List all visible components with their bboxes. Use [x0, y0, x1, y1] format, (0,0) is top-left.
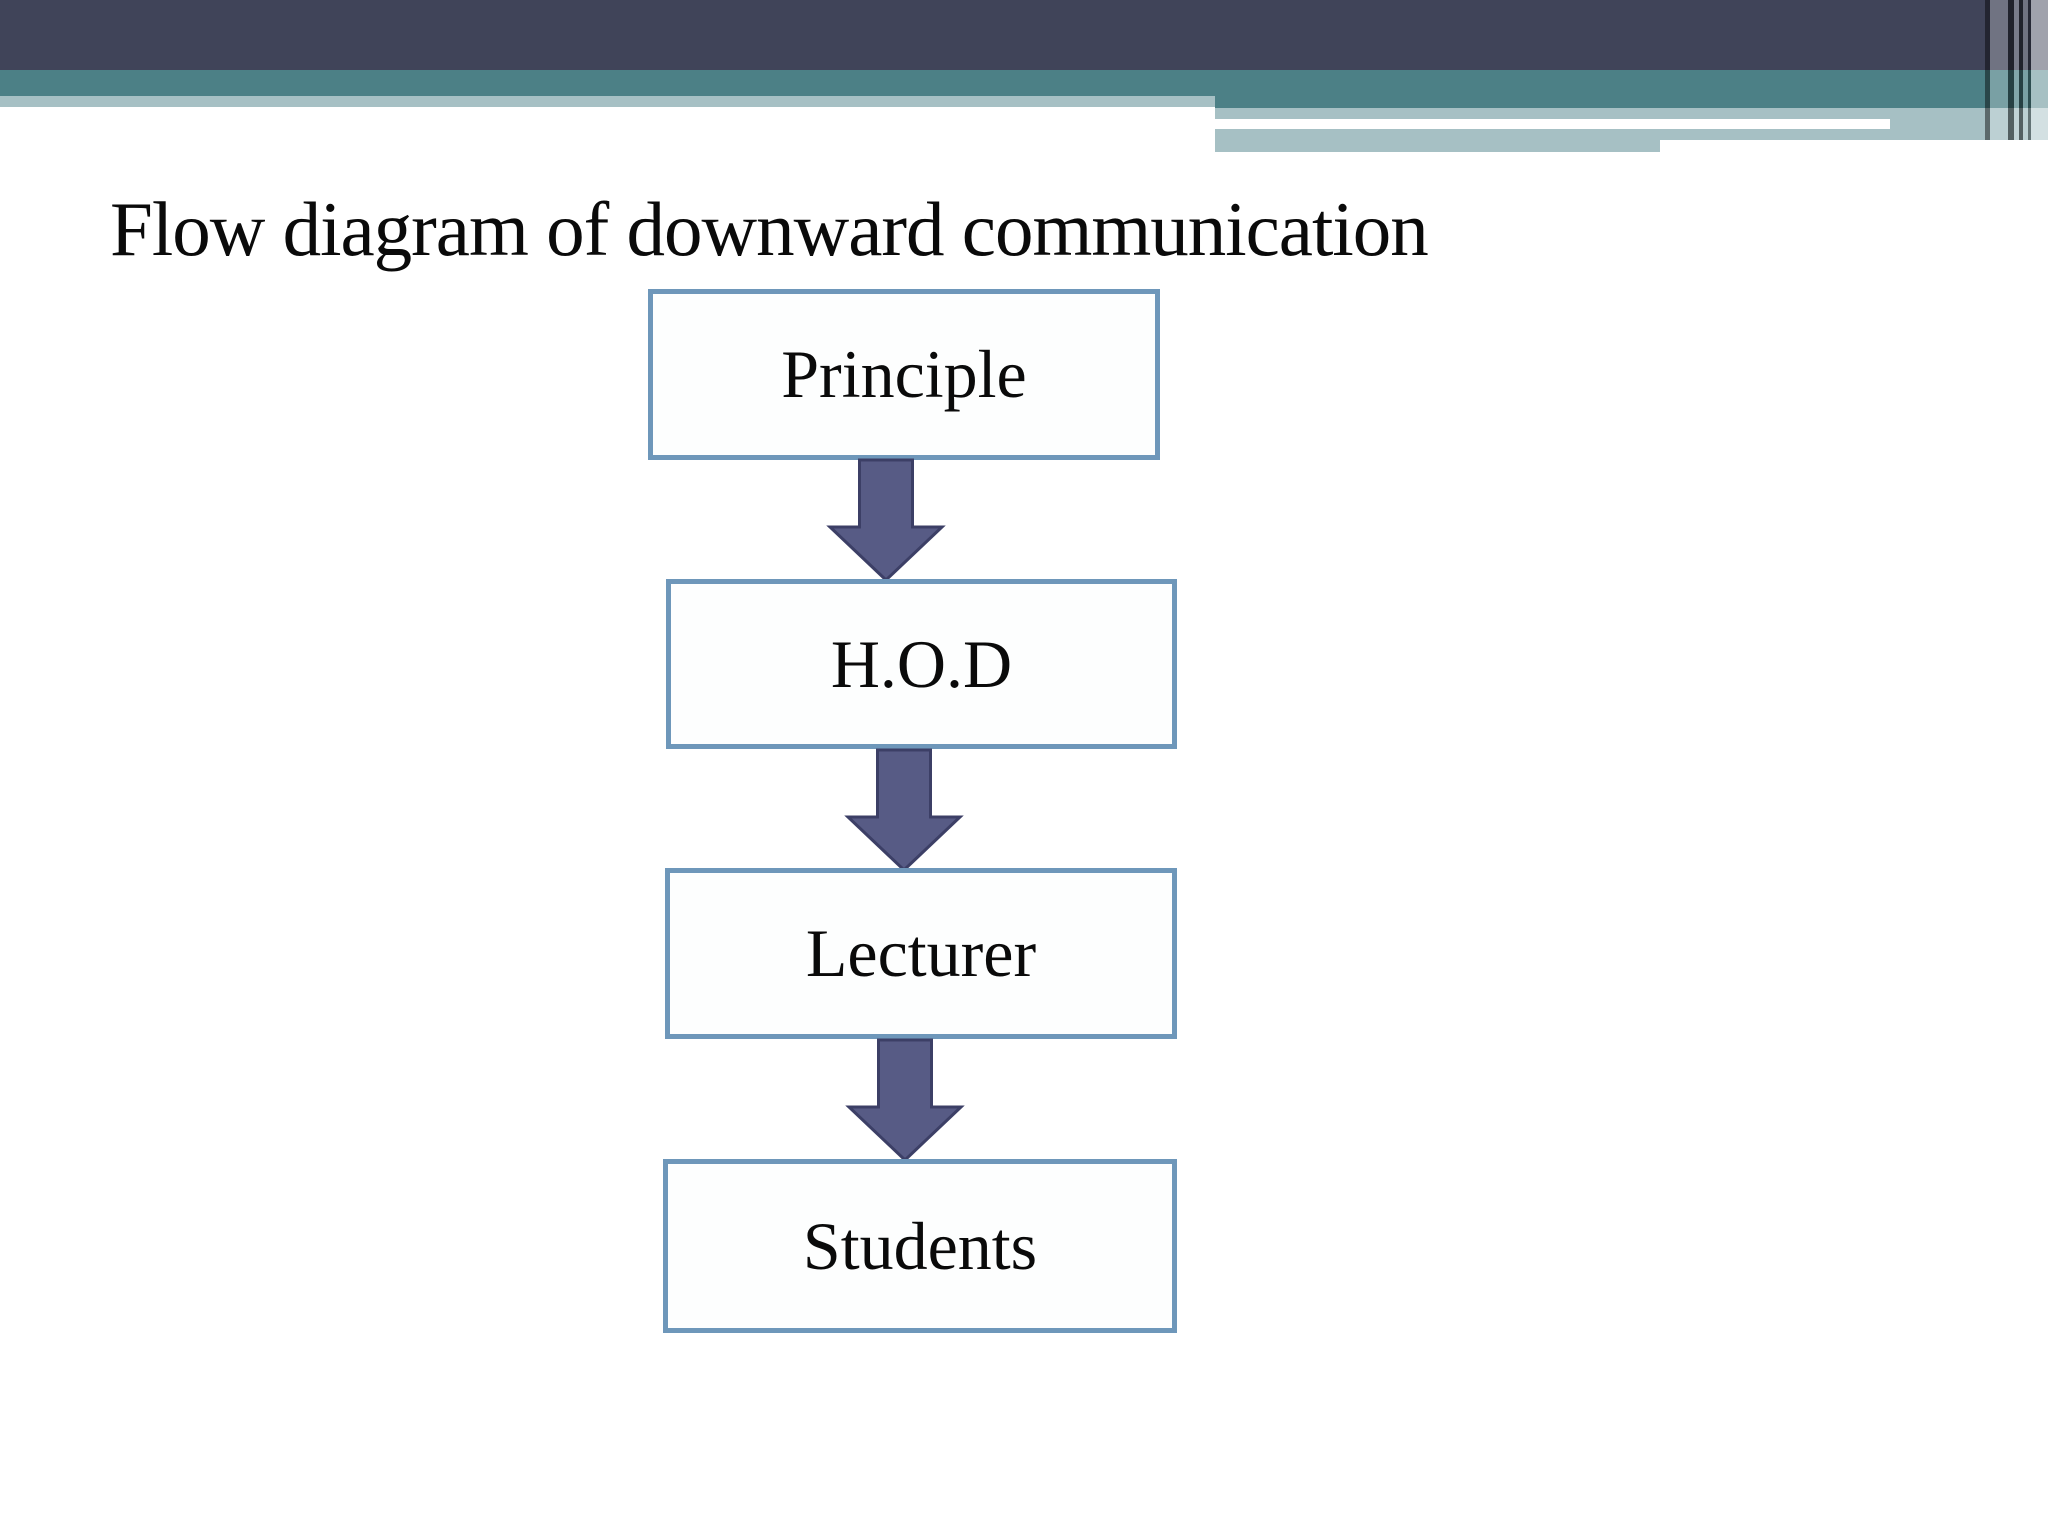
- header-vertical-stripes: [1985, 0, 2048, 140]
- vertical-stripe: [1985, 0, 1990, 140]
- page-title: Flow diagram of downward communication: [110, 185, 1429, 272]
- vertical-stripe: [2008, 0, 2014, 140]
- down-arrow-shape: [844, 748, 964, 873]
- flow-node-principle: Principle: [648, 289, 1160, 460]
- header-bar-teal: [0, 70, 2048, 96]
- flow-node-label: Students: [802, 1207, 1038, 1284]
- vertical-stripe: [2019, 0, 2023, 140]
- down-arrow-icon: [844, 748, 964, 873]
- down-arrow-icon: [826, 458, 946, 583]
- flow-node-hod: H.O.D: [666, 579, 1177, 749]
- flow-node-label: Lecturer: [805, 915, 1037, 991]
- down-arrow-shape: [845, 1038, 965, 1163]
- vertical-stripe: [2028, 0, 2031, 140]
- vertical-stripe: [2014, 0, 2019, 140]
- flow-node-label: Principle: [781, 336, 1027, 412]
- vertical-stripe: [1990, 0, 2008, 140]
- vertical-stripe: [2031, 0, 2048, 140]
- vertical-stripe: [2023, 0, 2028, 140]
- down-arrow-shape: [826, 458, 946, 583]
- header-light-right-block: [1215, 108, 1660, 152]
- header-white-stripe: [1215, 119, 1890, 129]
- down-arrow-icon: [845, 1038, 965, 1163]
- flow-node-students: Students: [663, 1159, 1177, 1333]
- header-teal-right: [1215, 96, 2048, 108]
- flow-node-lecturer: Lecturer: [665, 868, 1177, 1039]
- flow-node-label: H.O.D: [830, 625, 1013, 702]
- header-band-light-left: [0, 96, 1215, 107]
- header-bar-dark: [0, 0, 2048, 70]
